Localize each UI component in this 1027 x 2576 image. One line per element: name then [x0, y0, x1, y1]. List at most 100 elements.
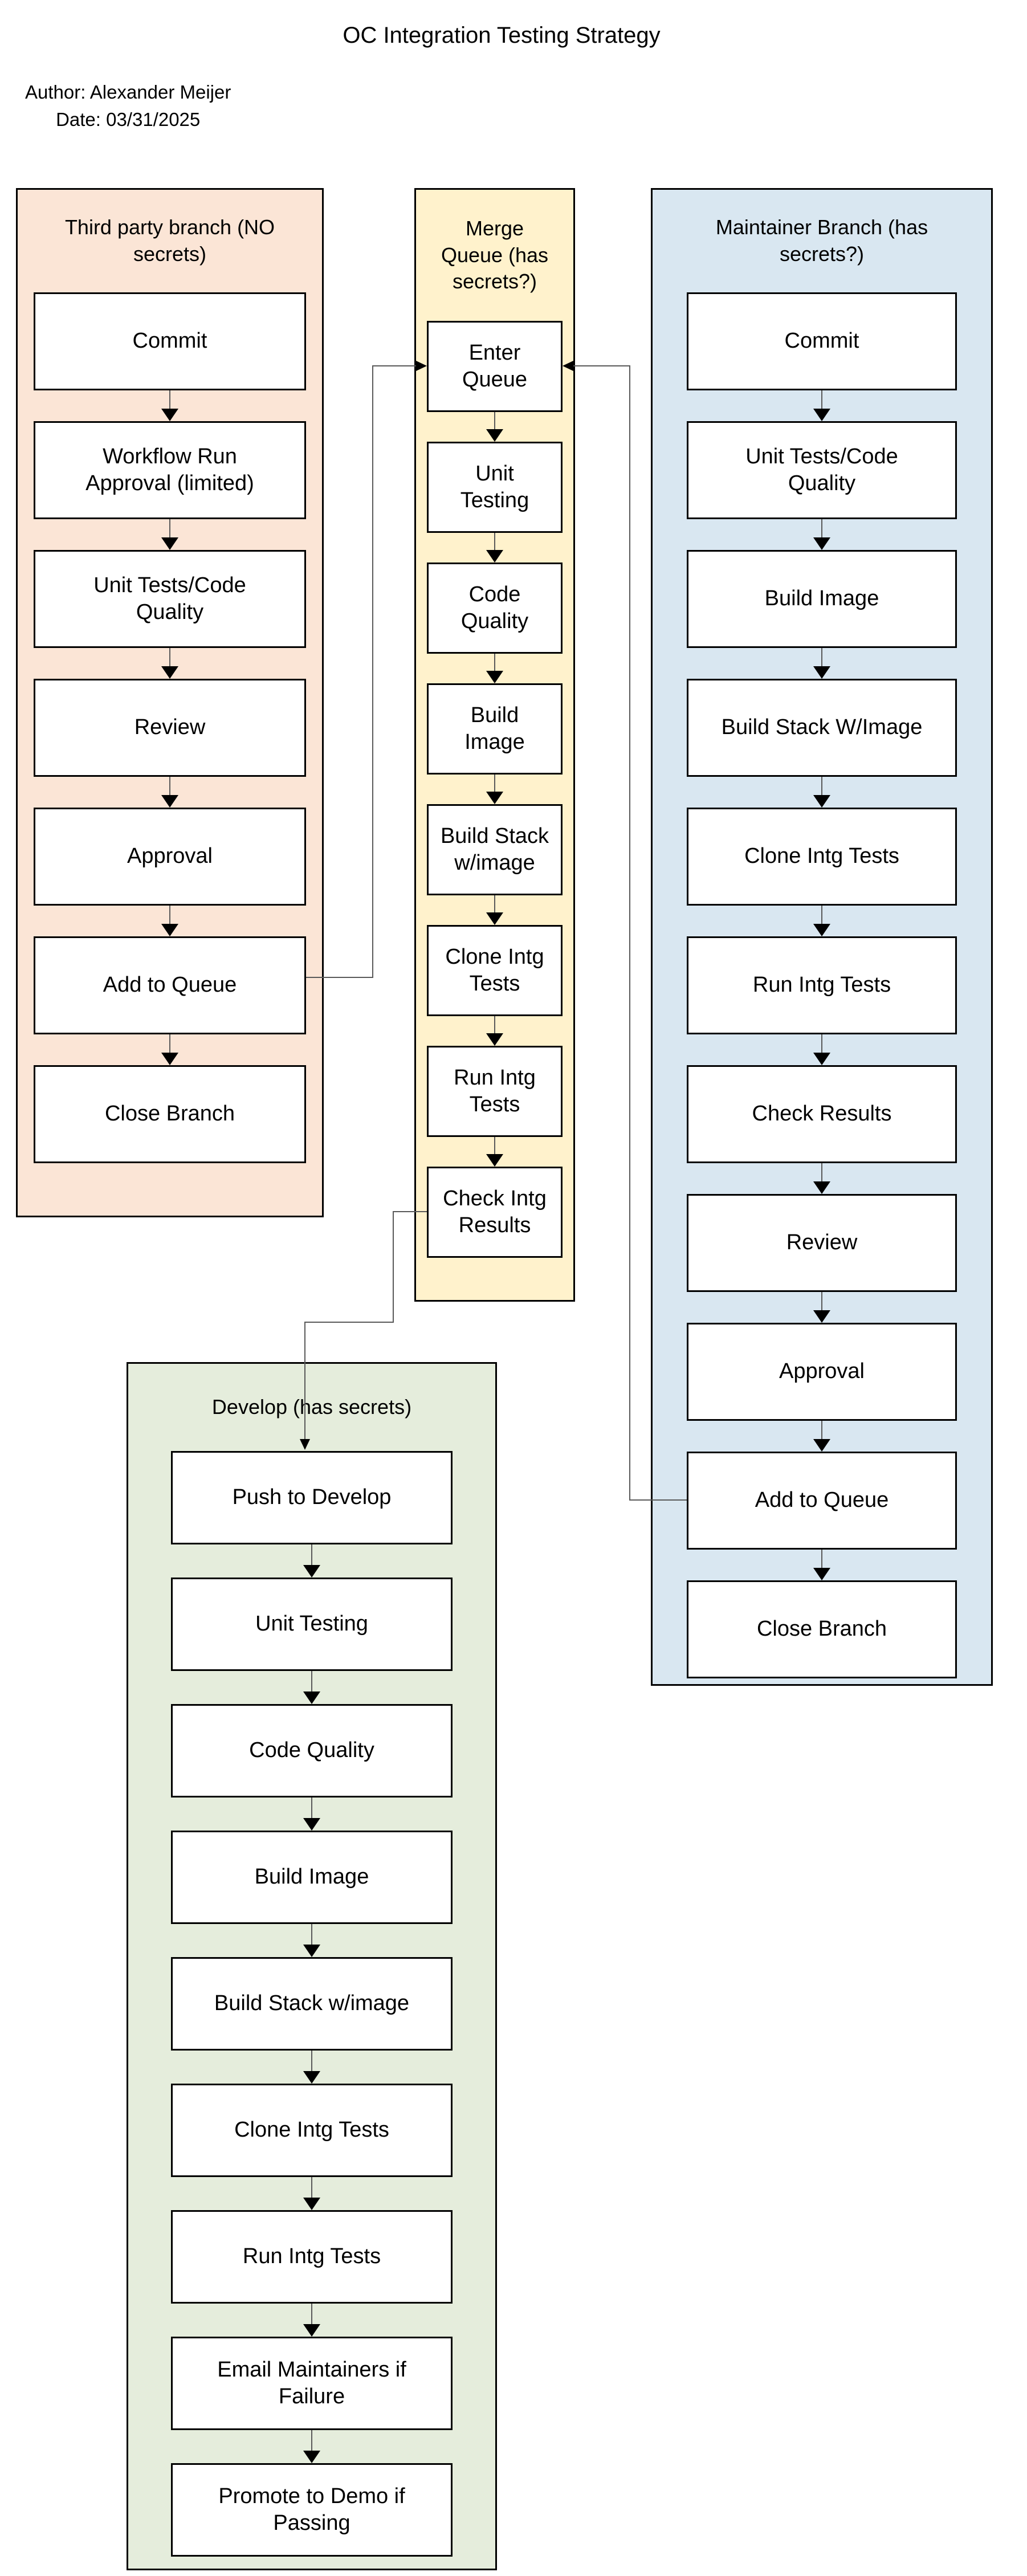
flow-arrow-down: [18, 777, 322, 808]
arrow-head: [486, 671, 503, 683]
arrow-stem: [821, 906, 822, 924]
step-maint-unit-tests-code-quality: Unit Tests/Code Quality: [687, 421, 957, 519]
step-maint-close-branch: Close Branch: [687, 1580, 957, 1678]
arrow-head: [813, 1181, 830, 1194]
flow-arrow-down: [416, 775, 573, 804]
step-dev-promote-to-demo: Promote to Demo if Passing: [171, 2463, 453, 2557]
step-merge-check-intg-results: Check Intg Results: [427, 1167, 563, 1258]
flow-arrow-down: [653, 1034, 991, 1065]
arrow-stem: [169, 777, 170, 795]
arrow-head: [303, 2071, 320, 2084]
arrow-head: [486, 1033, 503, 1046]
step-merge-code-quality: Code Quality: [427, 563, 563, 654]
merge-queue-header: Merge Queue (has secrets?): [441, 216, 549, 294]
arrow-stem: [169, 390, 170, 409]
arrow-stem: [169, 1034, 170, 1053]
flow-arrow-down: [416, 412, 573, 442]
flow-arrow-down: [653, 1163, 991, 1194]
flow-arrow-down: [416, 895, 573, 925]
arrow-head: [813, 666, 830, 679]
arrow-stem: [494, 895, 495, 912]
step-dev-email-maintainers: Email Maintainers if Failure: [171, 2337, 453, 2430]
step-dev-run-intg-tests: Run Intg Tests: [171, 2210, 453, 2304]
arrow-head: [486, 550, 503, 563]
arrow-head: [303, 1818, 320, 1831]
flow-arrow-down: [18, 390, 322, 421]
flow-arrow-down: [128, 2177, 495, 2210]
arrow-stem: [821, 1034, 822, 1053]
step-merge-build-image: Build Image: [427, 683, 563, 775]
arrow-head: [486, 792, 503, 804]
connector-thirdparty-addqueue-to-enterqueue: [306, 361, 427, 978]
arrow-stem: [169, 906, 170, 924]
date-line: Date: 03/31/2025: [56, 108, 201, 130]
flow-arrow-down: [416, 533, 573, 563]
container-develop: Develop (has secrets) Push to Develop Un…: [127, 1362, 497, 2570]
step-merge-unit-testing: Unit Testing: [427, 442, 563, 533]
arrow-head: [161, 409, 178, 421]
step-dev-push-to-develop: Push to Develop: [171, 1451, 453, 1544]
flow-arrow-down: [653, 1550, 991, 1580]
arrow-stem: [311, 2177, 312, 2198]
arrow-stem: [494, 1016, 495, 1033]
step-maint-commit: Commit: [687, 292, 957, 390]
container-third-party-branch: Third party branch (NO secrets) Commit W…: [16, 188, 324, 1217]
step-maint-review: Review: [687, 1194, 957, 1292]
arrow-head: [813, 1568, 830, 1580]
arrow-head: [303, 2324, 320, 2337]
arrow-head: [303, 2198, 320, 2210]
flow-arrow-down: [653, 648, 991, 679]
arrow-stem: [169, 519, 170, 537]
flow-arrow-down: [653, 1292, 991, 1323]
arrow-head: [303, 1565, 320, 1578]
flow-arrow-down: [128, 1544, 495, 1578]
step-maint-approval: Approval: [687, 1323, 957, 1421]
flow-arrow-down: [416, 1137, 573, 1167]
step-third-review: Review: [34, 679, 306, 777]
arrow-stem: [494, 412, 495, 429]
arrow-stem: [821, 390, 822, 409]
step-maint-clone-intg-tests: Clone Intg Tests: [687, 808, 957, 906]
step-maint-run-intg-tests: Run Intg Tests: [687, 936, 957, 1034]
container-merge-queue: Merge Queue (has secrets?) Enter Queue U…: [414, 188, 575, 1302]
step-maint-build-image: Build Image: [687, 550, 957, 648]
flow-arrow-down: [653, 390, 991, 421]
flow-arrow-down: [416, 654, 573, 683]
step-third-add-to-queue: Add to Queue: [34, 936, 306, 1034]
arrow-stem: [169, 648, 170, 666]
arrow-head: [161, 666, 178, 679]
arrow-head: [813, 1439, 830, 1452]
arrow-stem: [494, 775, 495, 792]
step-maint-build-stack-w-image: Build Stack W/Image: [687, 679, 957, 777]
step-third-approval: Approval: [34, 808, 306, 906]
arrow-head: [161, 537, 178, 550]
arrow-head: [813, 1310, 830, 1323]
flow-arrow-down: [653, 906, 991, 936]
step-maint-check-results: Check Results: [687, 1065, 957, 1163]
arrow-head: [161, 1053, 178, 1065]
arrow-head: [303, 1945, 320, 1957]
arrow-head: [303, 1691, 320, 1704]
flow-arrow-down: [18, 519, 322, 550]
step-third-workflow-run-approval: Workflow Run Approval (limited): [34, 421, 306, 519]
flow-arrow-down: [18, 648, 322, 679]
arrow-head: [813, 537, 830, 550]
third-party-header: Third party branch (NO secrets): [64, 215, 275, 266]
arrow-head: [486, 429, 503, 442]
arrow-stem: [494, 1137, 495, 1154]
arrow-stem: [821, 777, 822, 795]
flow-arrow-down: [18, 906, 322, 936]
develop-header: Develop (has secrets): [211, 1395, 412, 1419]
step-third-close-branch: Close Branch: [34, 1065, 306, 1163]
arrow-stem: [311, 1924, 312, 1945]
arrow-head: [813, 409, 830, 421]
step-third-commit: Commit: [34, 292, 306, 390]
arrow-head: [161, 924, 178, 936]
arrow-stem: [494, 654, 495, 671]
step-merge-clone-intg-tests: Clone Intg Tests: [427, 925, 563, 1016]
arrow-stem: [821, 1550, 822, 1568]
author-date-block: Author: Alexander Meijer Date: 03/31/202…: [25, 79, 231, 133]
arrow-head: [486, 912, 503, 925]
step-merge-run-intg-tests: Run Intg Tests: [427, 1046, 563, 1137]
arrow-head: [813, 924, 830, 936]
